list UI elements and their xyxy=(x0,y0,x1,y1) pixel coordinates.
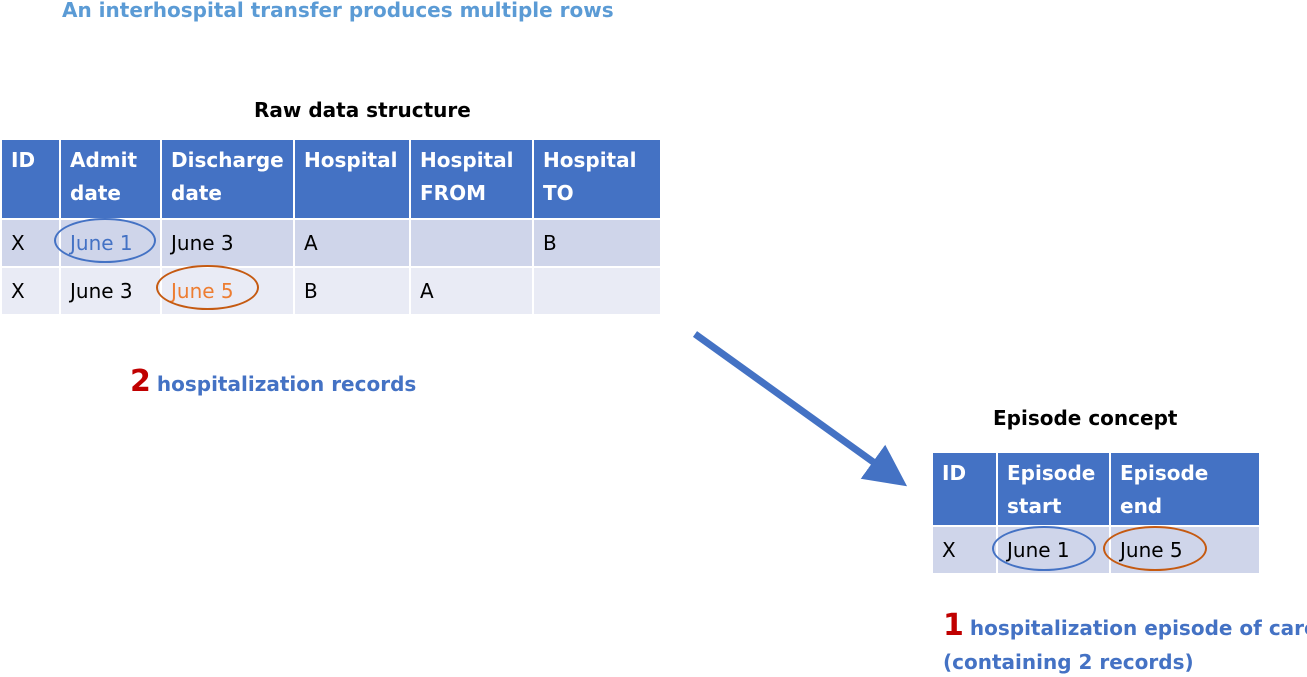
headline: An interhospital transfer produces multi… xyxy=(62,0,614,22)
cell-discharge-date: June 5 xyxy=(160,266,295,316)
cell-id: X xyxy=(0,266,61,316)
cell-episode-end: June 5 xyxy=(1109,525,1261,575)
table-row: X June 1 June 3 A B xyxy=(0,218,662,268)
table-row: X June 1 June 5 xyxy=(931,525,1261,575)
table-row: X June 3 June 5 B A xyxy=(0,266,662,316)
cell-hospital: A xyxy=(293,218,411,268)
cell-id: X xyxy=(931,525,998,575)
cell-id: X xyxy=(0,218,61,268)
arrow-line xyxy=(692,331,908,487)
cell-hospital-from: A xyxy=(409,266,534,316)
header-id: ID xyxy=(0,138,61,220)
episode-count-number: 1 xyxy=(943,608,964,643)
episode-table-caption: Episode concept xyxy=(993,406,1178,430)
cell-hospital-to xyxy=(532,266,662,316)
cell-discharge-date: June 3 xyxy=(160,218,295,268)
raw-count-text: hospitalization records xyxy=(156,372,417,396)
header-id: ID xyxy=(931,451,998,527)
episode-count-subtext: (containing 2 records) xyxy=(943,650,1194,674)
cell-hospital-from xyxy=(409,218,534,268)
cell-episode-start: June 1 xyxy=(996,525,1111,575)
cell-hospital-to: B xyxy=(532,218,662,268)
episode-count-text: hospitalization episode of care xyxy=(969,616,1307,640)
header-hospital: Hospital xyxy=(293,138,411,220)
cell-hospital: B xyxy=(293,266,411,316)
raw-table-caption: Raw data structure xyxy=(254,98,471,122)
cell-admit-date: June 1 xyxy=(59,218,162,268)
raw-count-number: 2 xyxy=(130,364,151,399)
cell-admit-date: June 3 xyxy=(59,266,162,316)
